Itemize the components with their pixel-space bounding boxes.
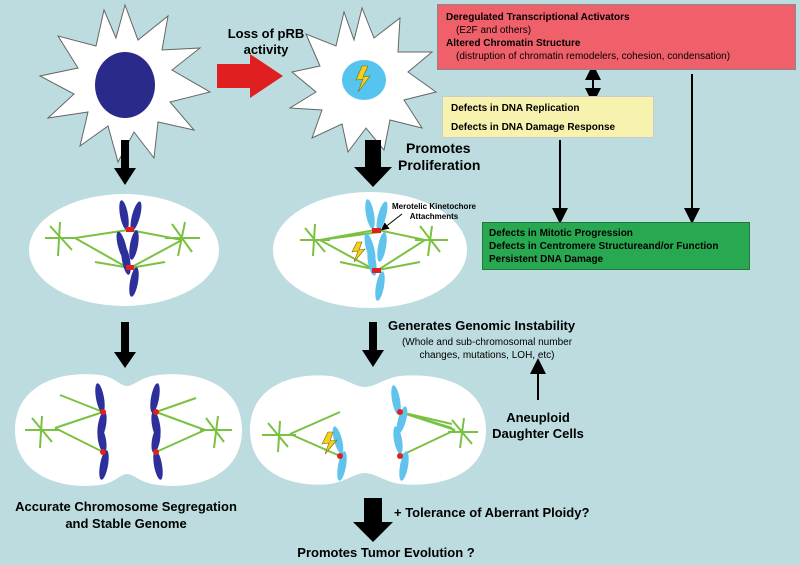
left-anaphase-kinetochores — [100, 409, 159, 455]
genomic-instability-title: Generates Genomic Instability — [388, 318, 576, 333]
center-anaphase-membrane — [250, 375, 486, 485]
center-metaphase-cell — [273, 192, 467, 308]
loss-of-prb-line1: Loss of pRB — [227, 26, 305, 41]
tumor-evolution-label: Promotes Tumor Evolution ? — [297, 545, 475, 560]
left-anaphase-cell — [15, 374, 242, 486]
arrow-left-1 — [114, 140, 136, 185]
red-box-line2: (E2F and others) — [456, 25, 532, 36]
red-box-line3: Altered Chromatin Structure — [446, 38, 581, 49]
merotelic-line1: Merotelic Kinetochore — [391, 202, 476, 211]
left-metaphase-spindles — [45, 221, 200, 269]
center-metaphase-kinetochores — [372, 228, 381, 273]
arrow-center-1 — [354, 140, 392, 187]
center-metaphase-spindles — [300, 223, 448, 271]
normal-cell — [38, 3, 212, 164]
left-metaphase-cell — [29, 194, 219, 306]
arrow-center-2 — [362, 322, 384, 367]
red-box-line4: (distruption of chromatin remodelers, co… — [456, 51, 731, 62]
genomic-sub-line1: (Whole and sub-chromosomal number — [401, 337, 573, 348]
anaphase-damage-lightning — [321, 431, 338, 455]
loss-of-prb-label: Loss of pRB activity — [226, 26, 306, 58]
yellow-box: Defects in DNA Replication Defects in DN… — [442, 96, 654, 138]
green-box-line2: Defects in Centromere Structureand/or Fu… — [489, 241, 719, 252]
genomic-sub-line2: changes, mutations, LOH, etc) — [419, 350, 555, 361]
merotelic-label: Merotelic Kinetochore Attachments — [384, 202, 484, 222]
promotes-proliferation-label: Promotes Proliferation — [398, 140, 498, 174]
left-metaphase-kinetochores — [126, 227, 134, 270]
accurate-segregation-caption: Accurate Chromosome Segregation and Stab… — [6, 498, 246, 532]
loss-of-prb-arrow — [217, 54, 283, 98]
metaphase-damage-lightning — [351, 241, 366, 263]
aneuploid-label: Aneuploid Daughter Cells — [488, 410, 588, 442]
arrow-left-2 — [114, 322, 136, 368]
prb-loss-cell — [288, 6, 438, 154]
genomic-instability-subtitle: (Whole and sub-chromosomal number change… — [392, 336, 582, 362]
promotes-line2: Proliferation — [398, 157, 481, 173]
center-anaphase-spindles — [262, 411, 478, 457]
accurate-line1: Accurate Chromosome Segregation — [15, 499, 237, 514]
center-anaphase-chromosomes — [332, 385, 409, 481]
center-metaphase-chromosomes — [364, 199, 388, 301]
red-box-line1: Deregulated Transcriptional Activators — [446, 12, 630, 23]
yellow-box-line2: Defects in DNA Damage Response — [451, 122, 616, 133]
normal-nucleus — [95, 52, 155, 118]
aneuploid-line2: Daughter Cells — [492, 426, 584, 441]
center-anaphase-kinetochores — [337, 409, 403, 459]
tolerance-label: + Tolerance of Aberrant Ploidy? — [394, 505, 590, 520]
red-box: Deregulated Transcriptional Activators (… — [437, 4, 796, 70]
left-anaphase-spindles — [25, 394, 232, 453]
green-box: Defects in Mitotic Progression Defects i… — [482, 222, 750, 270]
left-anaphase-chromosomes — [95, 383, 163, 480]
nucleus-damage-lightning — [355, 65, 371, 93]
loss-of-prb-line2: activity — [243, 42, 289, 57]
center-anaphase-cell — [250, 375, 486, 485]
yellow-box-line1: Defects in DNA Replication — [451, 103, 580, 114]
merotelic-line2: Attachments — [409, 212, 459, 221]
green-box-line1: Defects in Mitotic Progression — [489, 228, 633, 239]
green-box-line3: Persistent DNA Damage — [489, 254, 604, 265]
left-metaphase-chromosomes — [116, 200, 142, 297]
flow-arrows — [114, 140, 393, 542]
arrow-center-3 — [353, 498, 393, 542]
promotes-line1: Promotes — [406, 140, 471, 156]
aneuploid-line1: Aneuploid — [506, 410, 570, 425]
accurate-line2: and Stable Genome — [65, 516, 187, 531]
